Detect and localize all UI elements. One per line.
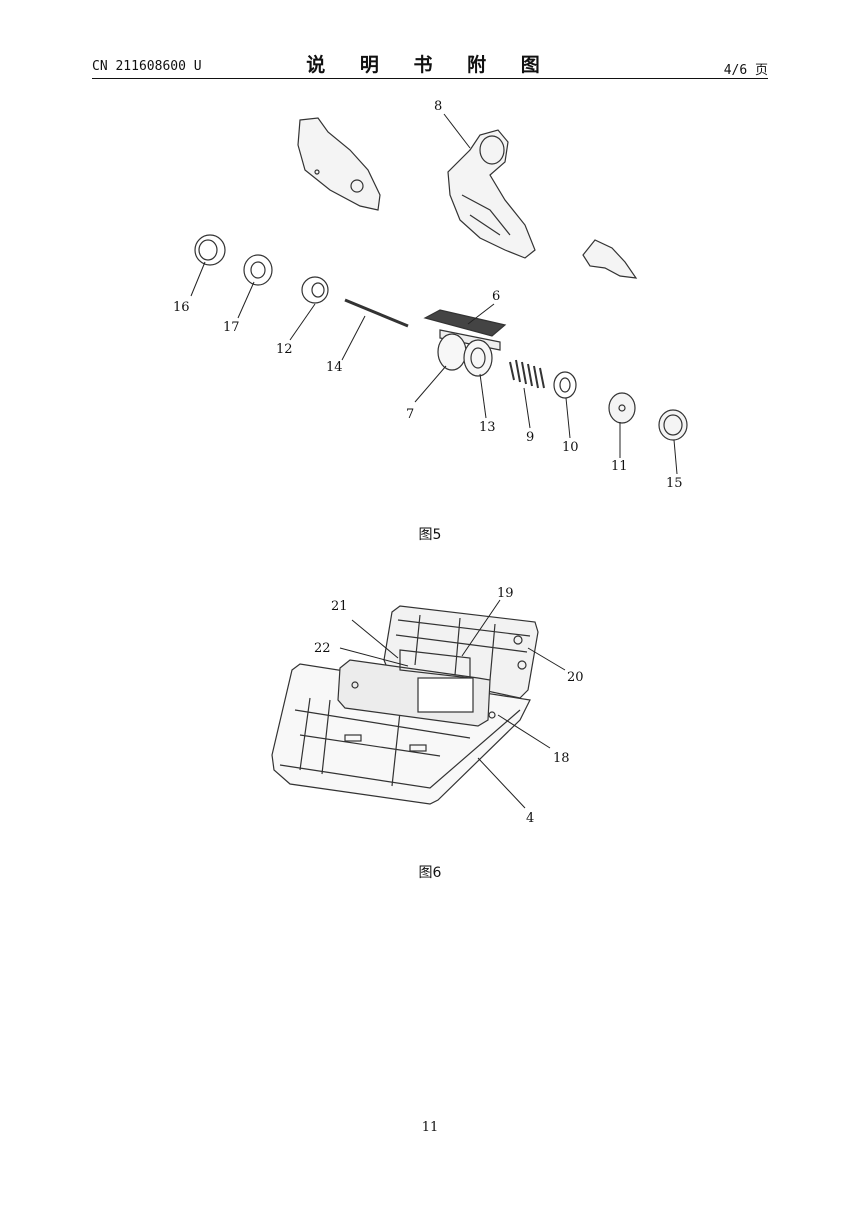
part-9-spring (509, 359, 545, 389)
hinge-hole-2 (488, 711, 496, 719)
part-11-disc (608, 392, 636, 424)
hinge-hole (351, 681, 359, 689)
part-16-inner (198, 239, 218, 261)
tray-ribs (294, 697, 471, 787)
small-bracket-part (582, 239, 638, 279)
tray-slot-2 (409, 744, 427, 752)
fig6-label-21: 21 (331, 599, 348, 614)
document-number: CN 211608600 U (92, 59, 202, 74)
part-15-endcap (658, 409, 688, 441)
hinge-window (417, 677, 474, 713)
part-16-cap (194, 234, 226, 266)
left-plate-part (297, 117, 381, 211)
frame-ribs (395, 614, 531, 681)
figure-5-caption: 图5 (418, 527, 442, 543)
fig5-label-10: 10 (562, 440, 579, 455)
lever-ribs (461, 194, 511, 236)
fig5-label-7: 7 (406, 407, 414, 422)
part-12-inner (311, 282, 325, 298)
part-10-inner (559, 377, 571, 393)
figure-5-drawing: 8 6 16 17 12 14 7 13 9 10 11 15 (173, 99, 688, 491)
page-number: 11 (421, 1120, 439, 1135)
fig5-label-9: 9 (526, 430, 534, 445)
fig6-label-19: 19 (497, 586, 514, 601)
tray-inner-edge (279, 709, 521, 789)
figure-6-caption: 图6 (418, 865, 442, 881)
part-17-inner (250, 261, 266, 279)
frame-hole-1 (513, 635, 523, 645)
part-7-body (437, 333, 467, 371)
part-6-pedal (423, 309, 507, 337)
fig5-label-12: 12 (276, 342, 293, 357)
part-14-shaft (344, 298, 409, 328)
part-12-ring (301, 276, 329, 304)
fig5-label-17: 17 (223, 320, 240, 335)
fig6-label-4: 4 (526, 811, 534, 826)
frame-hole-2 (517, 660, 527, 670)
part-11-center (618, 404, 626, 412)
part-15-inner (663, 414, 683, 436)
fig5-label-14: 14 (326, 360, 343, 375)
hinge-top (399, 649, 471, 679)
fig6-label-22: 22 (314, 641, 331, 656)
part-10-collar (553, 371, 577, 399)
fig6-label-20: 20 (567, 670, 584, 685)
page-indicator: 4/6 页 (723, 63, 768, 78)
figure-6-leaders (339, 599, 566, 809)
left-plate-hole (350, 179, 364, 193)
fig5-label-16: 16 (173, 300, 190, 315)
part-13-sleeve (463, 339, 493, 377)
tray-slot-1 (344, 734, 362, 742)
fig6-label-18: 18 (553, 751, 570, 766)
lever-ring (479, 135, 505, 165)
lever-part-8 (447, 129, 536, 259)
figure-5-leaders (190, 113, 678, 475)
fig5-label-11: 11 (611, 459, 628, 474)
page-title: 说 明 书 附 图 (306, 54, 554, 76)
left-plate-hole-small (314, 169, 320, 175)
fig5-label-8: 8 (434, 99, 442, 114)
figure-6-drawing: 21 19 22 20 18 4 (271, 586, 584, 826)
fig5-label-13: 13 (479, 420, 496, 435)
fig5-label-15: 15 (666, 476, 683, 491)
part-17-bearing (243, 254, 273, 286)
header-rule (92, 78, 768, 79)
part-13-bore (470, 347, 486, 369)
fig5-label-6: 6 (492, 289, 500, 304)
